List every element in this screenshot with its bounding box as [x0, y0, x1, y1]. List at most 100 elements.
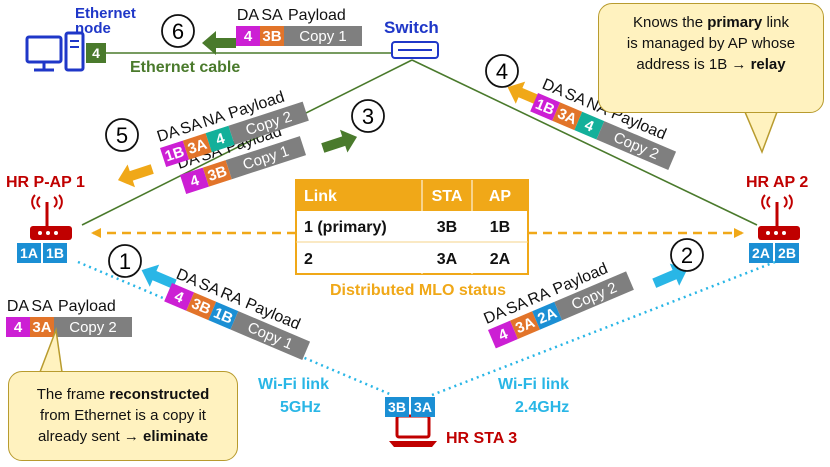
- step-1-badge: 1: [108, 244, 142, 278]
- port-box: [17, 243, 41, 263]
- port-label: 2B: [778, 245, 796, 261]
- frame-header-da: DA: [7, 298, 30, 315]
- mlo-cell-sta: 3A: [437, 251, 458, 268]
- computer-icon: [25, 31, 85, 72]
- port-label: 1B: [46, 245, 64, 261]
- frame-value-da: 1B: [163, 143, 187, 165]
- mlo-table-border: [295, 179, 529, 275]
- frame-value-payload: Copy 1: [299, 28, 347, 45]
- port-box: [775, 243, 799, 263]
- port-label: 1A: [20, 245, 38, 261]
- frame-header-da: DA: [237, 7, 260, 24]
- frame-cell-payload: [230, 311, 311, 361]
- frame-cell-da: [530, 93, 561, 121]
- frame-value-ra: 1B: [211, 305, 235, 328]
- arrow-4: [507, 81, 543, 106]
- frame-value-ra: 2A: [535, 305, 559, 328]
- svg-text:5: 5: [116, 123, 128, 148]
- port-label: 3B: [388, 399, 406, 415]
- router-icon: [758, 194, 800, 240]
- frame-cell-payload: [596, 121, 677, 171]
- frame-header-sa: SA: [31, 298, 53, 315]
- svg-text:1: 1: [119, 249, 131, 274]
- svg-text:3: 3: [362, 104, 374, 129]
- port-box: [411, 397, 435, 417]
- ethernet-node-port: [86, 43, 106, 63]
- frame-value-sa: 3B: [189, 295, 213, 318]
- mlo-header-sta: STA: [432, 188, 463, 205]
- ethernet-cable-switch-pap: [81, 59, 413, 226]
- arrow-5: [117, 164, 154, 188]
- port-label: 3A: [414, 399, 432, 415]
- pap-label: HR P-AP 1: [6, 174, 85, 191]
- arrow-1: [141, 264, 177, 289]
- ethernet-cable-switch-ap2: [411, 59, 758, 226]
- frame-cell-payload: [284, 26, 362, 46]
- frame-cell-ra: [208, 301, 239, 330]
- frame-value-payload: Copy 2: [69, 319, 117, 336]
- port-label: 2A: [752, 245, 770, 261]
- laptop-icon: [389, 414, 437, 447]
- router-icon: [30, 194, 72, 240]
- mlo-cell-link: 1 (primary): [304, 219, 387, 236]
- frame-cell-da: [160, 140, 190, 168]
- step-4-badge: 4: [485, 54, 519, 88]
- wifi-right-label-line2: 2.4GHz: [515, 399, 570, 416]
- step-6-badge: 6: [161, 14, 195, 48]
- frame-cell-payload: [225, 136, 307, 180]
- frame-cell-sa: [510, 311, 540, 340]
- mlo-cell-sta: 3B: [437, 219, 457, 236]
- arrow-6: [202, 31, 236, 55]
- mlo-header-ap: AP: [489, 188, 512, 205]
- frame-header-sa: SA: [178, 115, 204, 138]
- svg-text:4: 4: [496, 59, 508, 84]
- step-5-badge: 5: [105, 118, 139, 152]
- frame-cell-sa: [552, 102, 583, 131]
- frame-value-sa: 3A: [513, 314, 537, 337]
- frame-header-na: NA: [201, 108, 228, 131]
- frame-header-payload: Payload: [58, 298, 116, 315]
- switch-label: Switch: [384, 18, 439, 37]
- step-2-badge: 2: [670, 238, 704, 272]
- frame-cell-na: [205, 125, 235, 153]
- frame-cell-sa: [260, 26, 284, 46]
- arrow-3: [321, 129, 358, 153]
- frame-value-sa: 3B: [206, 163, 230, 185]
- frame-cell-da: [180, 167, 210, 195]
- frame-header-payload: Payload: [288, 7, 346, 24]
- frame-value-da: 1B: [533, 96, 557, 119]
- ethernet-node-label: Ethernet node: [75, 5, 136, 37]
- ethernet-node-port-label: 4: [92, 45, 100, 61]
- sta-label: HR STA 3: [446, 430, 518, 447]
- frame-cell-na: [574, 111, 605, 140]
- ap2-label: HR AP 2: [746, 174, 809, 191]
- frame-header-da: DA: [155, 123, 182, 146]
- mlo-table-header-row: [296, 180, 528, 210]
- frame-cell-da: [488, 320, 518, 349]
- wifi-left-label-line2: 5GHz: [280, 399, 321, 416]
- step-3-badge: 3: [351, 99, 385, 133]
- frame-cell-payload: [54, 317, 132, 337]
- mlo-cell-ap: 1B: [490, 219, 510, 236]
- mlo-header-link: Link: [304, 188, 337, 205]
- frame-cell-payload: [228, 101, 309, 145]
- svg-text:2: 2: [681, 243, 693, 268]
- ports-layer: 1A 1B 2A 2B 3B 3A 4: [17, 43, 799, 417]
- ethernet-cable-label: Ethernet cable: [130, 59, 241, 76]
- frame-cell-sa: [202, 160, 232, 187]
- frame-cell-ra: [532, 301, 563, 330]
- port-box: [43, 243, 67, 263]
- frame-value-sa: 3A: [32, 319, 51, 336]
- frame-value-sa: 3A: [555, 105, 579, 128]
- frame-value-sa: 3A: [186, 136, 210, 158]
- frame-cell-payload: [554, 271, 634, 321]
- switch-icon: [391, 41, 439, 59]
- wifi-left-label-line1: Wi-Fi link: [258, 376, 329, 393]
- svg-text:6: 6: [172, 19, 184, 44]
- frame-cell-sa: [186, 292, 217, 321]
